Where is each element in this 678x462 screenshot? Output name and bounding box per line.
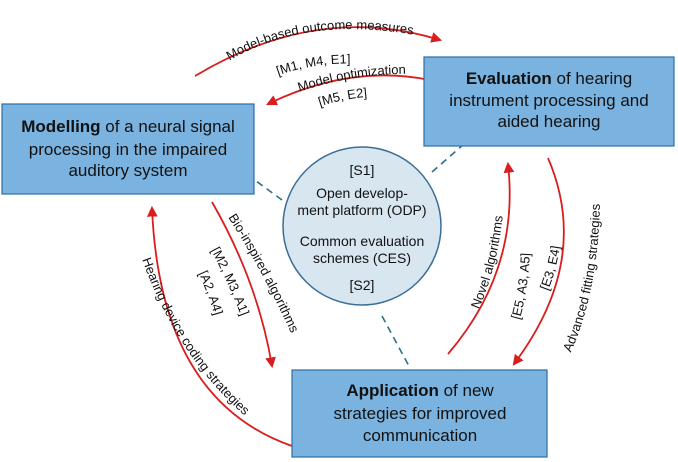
evaluation-line1-rest: of hearing <box>552 69 632 88</box>
center-circle <box>282 146 442 306</box>
evaluation-line2: instrument processing and <box>449 91 648 110</box>
application-title: Application <box>346 381 439 400</box>
connector-evaluation <box>431 143 465 173</box>
arrow-bio-inspired <box>211 201 276 369</box>
arrow-advanced-fitting <box>512 157 565 366</box>
application-line3: communication <box>363 426 477 445</box>
connector-lines <box>251 143 465 369</box>
arrow-model-optimization <box>266 74 431 106</box>
evaluation-box-rect <box>423 56 675 147</box>
modelling-line1: Modelling of a neural signal <box>21 117 235 136</box>
modelling-line2: processing in the impaired <box>29 140 227 159</box>
modelling-box-rect <box>1 103 255 195</box>
center-odp-line2: ment platform (ODP) <box>297 202 426 218</box>
application-line2: strategies for improved <box>334 404 507 423</box>
arrow-novel-algorithms <box>447 161 515 355</box>
application-line1: Application of new <box>346 381 494 400</box>
modelling-line3: auditory system <box>68 161 187 180</box>
center-ces-line1: Common evaluation <box>300 233 425 249</box>
evaluation-box: Evaluation of hearing instrument process… <box>423 56 675 147</box>
arrow-coding-strategies <box>146 205 293 447</box>
application-line1-rest: of new <box>439 381 495 400</box>
label-advanced-fitting-ref-path: [E3, E4] <box>537 245 563 293</box>
label-novel-algorithms-ref: [E5, A3, A5] <box>508 253 533 321</box>
arrow-model-outcome <box>194 26 443 77</box>
modelling-title: Modelling <box>21 117 100 136</box>
center-ref-bottom: [S2] <box>350 277 375 293</box>
center-odp-line1: Open develop- <box>316 185 408 201</box>
connector-application <box>381 315 411 369</box>
application-box: Application of new strategies for improv… <box>291 369 548 458</box>
center-circle-group: [S1] Open develop- ment platform (ODP) C… <box>282 146 442 306</box>
evaluation-line1: Evaluation of hearing <box>466 69 632 88</box>
evaluation-line3: aided hearing <box>497 112 600 131</box>
modelling-line1-rest: of a neural signal <box>101 117 235 136</box>
label-advanced-fitting-ref: [E3, E4] <box>537 245 563 293</box>
label-model-optimization-ref: [M5, E2] <box>316 85 367 109</box>
center-ces-line2: schemes (CES) <box>313 250 411 266</box>
evaluation-title: Evaluation <box>466 69 552 88</box>
label-advanced-fitting: Advanced fitting strategies <box>560 203 603 354</box>
label-novel-algorithms-ref-path: [E5, A3, A5] <box>508 253 533 321</box>
application-box-rect <box>291 369 548 458</box>
center-ref-top: [S1] <box>350 162 375 178</box>
flow-arrows <box>146 26 565 447</box>
label-model-optimization-ref-path: [M5, E2] <box>316 85 367 109</box>
label-advanced-fitting-path: Advanced fitting strategies <box>560 203 603 354</box>
modelling-box: Modelling of a neural signal processing … <box>1 103 255 195</box>
connector-modelling <box>251 177 283 201</box>
